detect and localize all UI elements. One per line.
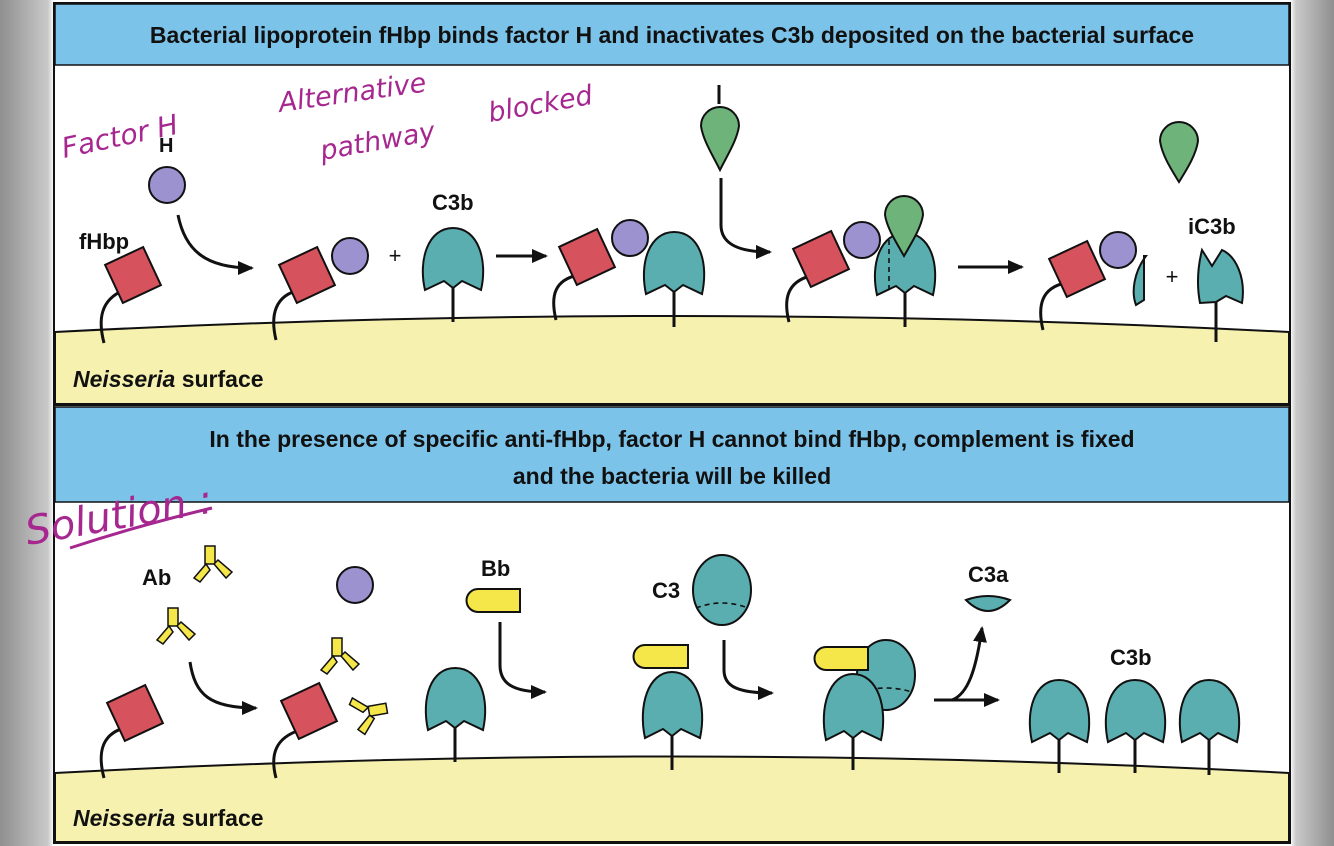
bstage6-c3b-deposits: C3b [1028, 645, 1241, 775]
antibody [192, 545, 234, 583]
antibody [155, 607, 197, 645]
antibody-bound [319, 637, 361, 675]
top-surface-label: Neisseria surface [73, 366, 264, 392]
stage1-fhbp: fHbp H [79, 135, 254, 344]
label-c3b: C3b [432, 190, 474, 215]
factor-i-released [1158, 121, 1200, 184]
factor-h-circle [843, 221, 881, 259]
bstage2-blocked [272, 566, 389, 779]
factor-i-drop [883, 195, 925, 259]
factor-i-incoming: I [699, 85, 772, 259]
bstage4-convertase: C3 [632, 554, 774, 770]
c3a-fragment [964, 595, 1012, 612]
c3b-protein [421, 226, 485, 292]
fhbp-square [557, 227, 617, 287]
bottom-panel-header [54, 406, 1290, 503]
label-c3: C3 [652, 578, 680, 603]
factor-h-circle [331, 237, 369, 275]
factor-h-circle [336, 566, 374, 604]
plus-sign: + [389, 243, 402, 268]
label-ab: Ab [142, 565, 171, 590]
top-panel-title: Bacterial lipoprotein fHbp binds factor … [150, 22, 1194, 48]
c3b-protein [1178, 678, 1241, 744]
fhbp-square [277, 245, 337, 305]
arrow-bind-h [176, 214, 254, 275]
bottom-panel: In the presence of specific anti-fHbp, f… [22, 404, 1291, 844]
stage2-complex: + C3b [272, 190, 548, 341]
factor-i-drop [699, 106, 741, 173]
top-neisseria-surface [54, 315, 1290, 405]
arrow-c3a-release [951, 626, 987, 702]
stage3-complex-c3b [552, 219, 706, 327]
ic3b-protein [1197, 247, 1244, 305]
label-fhbp: fHbp [79, 229, 129, 254]
bb-protein [632, 644, 689, 669]
label-h: H [159, 135, 173, 157]
fhbp-square [103, 245, 163, 305]
arrow-c3-cleavage [722, 640, 774, 700]
c3b-protein [1028, 678, 1091, 744]
label-c3b: C3b [1110, 645, 1152, 670]
top-panel-header [54, 3, 1290, 66]
bottom-title-line1: In the presence of specific anti-fHbp, f… [209, 426, 1134, 452]
fhbp-square [279, 681, 339, 741]
top-panel: Bacterial lipoprotein fHbp binds factor … [53, 2, 1291, 406]
label-ic3b: iC3b [1188, 214, 1236, 239]
stage4-cleavage [785, 195, 1024, 327]
fhbp-square [791, 229, 851, 289]
bottom-neisseria-surface [54, 755, 1290, 843]
bstage1-antibodies: Ab [99, 545, 258, 779]
plus-sign: + [1166, 264, 1179, 289]
factor-h-circle [611, 219, 649, 257]
arrow-bb-binding [498, 622, 547, 699]
bb-protein [465, 588, 521, 613]
bottom-surface-label: Neisseria surface [73, 805, 264, 831]
c3b-protein [424, 666, 487, 732]
c3b-protein [1104, 678, 1167, 744]
label-c3a: C3a [968, 562, 1009, 587]
c3-protein [692, 554, 752, 626]
bstage5-cleaving [813, 626, 1000, 770]
stage5-products: + iC3b [1039, 214, 1244, 342]
c3b-protein [822, 672, 885, 742]
antibody-bound [348, 696, 389, 736]
arrow-factor-i [719, 178, 772, 259]
bstage3-bb: Bb [424, 556, 547, 762]
c3b-fragment [1132, 255, 1148, 307]
label-bb: Bb [481, 556, 510, 581]
c3b-protein [641, 670, 704, 740]
annotation-underline [69, 506, 213, 550]
fhbp-square [105, 683, 165, 743]
arrow-antibody-binding [188, 661, 258, 715]
c3b-protein [642, 230, 706, 296]
factor-h-circle [148, 166, 186, 204]
bottom-title-line2: and the bacteria will be killed [513, 463, 831, 489]
fhbp-square [1047, 239, 1107, 299]
factor-h-circle [1099, 231, 1137, 269]
bb-protein [813, 646, 869, 671]
